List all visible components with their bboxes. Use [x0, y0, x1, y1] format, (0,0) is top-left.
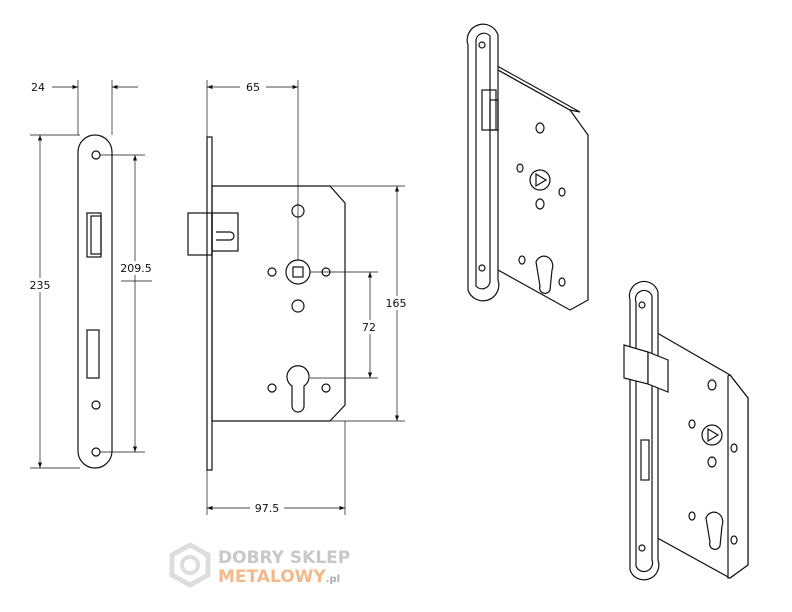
dim-center-distance: 72	[362, 321, 376, 334]
lock-isometric-view-front	[623, 280, 749, 581]
dim-body-height: 165	[386, 297, 407, 310]
dim-backset: 65	[246, 81, 260, 94]
svg-text:DOBRY SKLEP: DOBRY SKLEP	[218, 548, 350, 568]
dimension-lines-middle	[206, 80, 405, 515]
dim-faceplate-width: 24	[31, 81, 45, 94]
dimension-lines-left	[30, 80, 152, 469]
svg-text:METALOWY.pl: METALOWY.pl	[218, 567, 340, 587]
dim-body-depth: 97.5	[255, 502, 280, 515]
dim-hole-spacing: 209.5	[120, 262, 152, 275]
dim-faceplate-height: 235	[30, 279, 51, 292]
watermark-logo: DOBRY SKLEP METALOWY.pl	[169, 542, 350, 588]
faceplate-front-view	[77, 134, 113, 469]
lock-body-side-view	[187, 136, 346, 471]
lock-isometric-view-back	[466, 23, 589, 311]
